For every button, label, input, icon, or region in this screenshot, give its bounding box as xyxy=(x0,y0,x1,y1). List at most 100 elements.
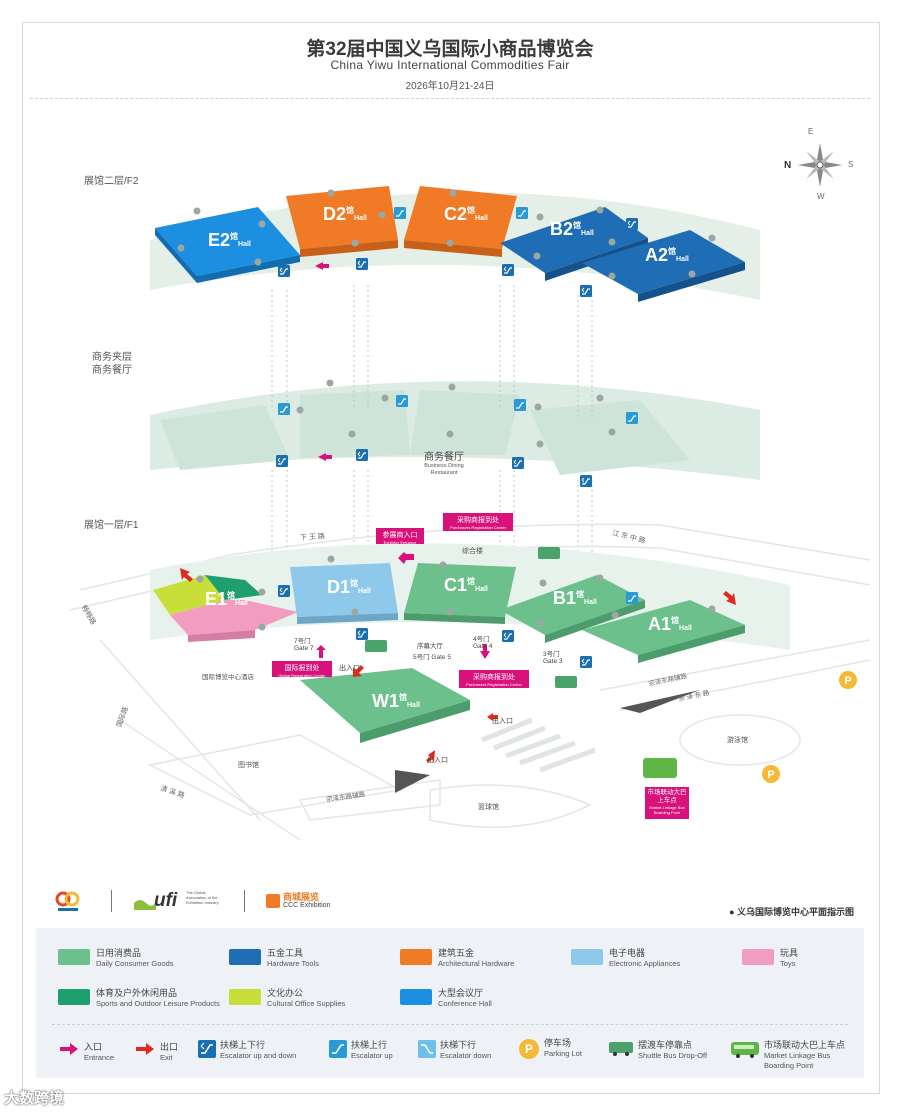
page-title: 第32届中国义乌国际小商品博览会 xyxy=(306,39,594,60)
legend-swatch xyxy=(400,989,432,1005)
hall-d2-shape xyxy=(286,186,398,257)
svg-text:P: P xyxy=(525,1042,533,1056)
ccc-logo-zh: 商城展览 xyxy=(283,892,320,902)
exit-entry-label-1: 出入口 xyxy=(339,665,360,672)
watermark: 大数跨境 xyxy=(4,1090,65,1107)
road-xiawang: 下 王 路 xyxy=(299,533,326,542)
ufi-logo-text: ufi xyxy=(154,890,178,911)
shuttle-bus-icon xyxy=(609,1042,633,1056)
hall-e1-shapes xyxy=(153,575,298,642)
exit-entry-label-3: 出入口 xyxy=(427,757,448,764)
hall-a1-label[interactable]: A1馆Hall xyxy=(648,614,692,634)
hall-e1-label[interactable]: E1馆Hall xyxy=(205,589,248,609)
hall-a2-shape xyxy=(582,230,745,302)
registration-boxes xyxy=(272,513,689,819)
exit-entry-label-2: 出入口 xyxy=(492,718,513,725)
divider xyxy=(30,98,870,99)
venue-map: P P xyxy=(69,143,871,841)
floor-label-f2: 展馆二层/F2 xyxy=(84,176,139,187)
page-title-en: China Yiwu International Commodities Fai… xyxy=(330,58,570,72)
map-caption: ● 义乌国际博览中心平面指示图 xyxy=(729,907,854,917)
hall-c1-label[interactable]: C1馆Hall xyxy=(444,575,488,595)
hall-c2-shape xyxy=(404,186,517,257)
hall-w1-label[interactable]: W1馆Hall xyxy=(372,691,420,711)
hall-b1-label[interactable]: B1馆Hall xyxy=(553,588,597,608)
compass-w: W xyxy=(817,192,825,201)
exit-arrows xyxy=(180,568,736,763)
legend-swatch xyxy=(742,949,774,965)
hall-d1-label[interactable]: D1馆Hall xyxy=(327,577,371,597)
compass-e: E xyxy=(808,127,814,136)
hall-b2-label[interactable]: B2馆Hall xyxy=(550,219,594,239)
compass-s: S xyxy=(848,160,854,169)
ccc-logo-icon xyxy=(266,894,280,908)
parking-stripes xyxy=(481,717,596,773)
legend-swatch xyxy=(400,949,432,965)
hall-c2-label[interactable]: C2馆Hall xyxy=(444,204,488,224)
legend-swatch xyxy=(58,949,90,965)
exit-arrow-icon xyxy=(136,1043,154,1055)
floor-label-f1: 展馆一层/F1 xyxy=(84,520,139,531)
entrance-arrows xyxy=(315,262,490,659)
lobby-label: 序幕大厅 xyxy=(417,643,443,650)
hall-a2-label[interactable]: A2馆Hall xyxy=(645,245,689,265)
pool-label: 游泳馆 xyxy=(727,737,748,744)
wedge-road-right xyxy=(620,690,700,713)
legend-swatch xyxy=(58,989,90,1005)
ufi-logo-icon xyxy=(134,900,156,910)
business-restaurant: 商务餐厅 Business Dining Restaurant xyxy=(424,452,464,476)
hall-a1-shape xyxy=(582,600,745,663)
compass-icon xyxy=(798,143,842,187)
hall-c1-shape xyxy=(404,563,516,624)
basketball-label: 篮球馆 xyxy=(478,804,499,811)
shuttle-bus-icons xyxy=(365,547,677,778)
compass-n: N xyxy=(784,160,792,171)
legend-swatch xyxy=(229,989,261,1005)
entrance-arrow-icon xyxy=(60,1043,78,1055)
hall-d2-label[interactable]: D2馆Hall xyxy=(323,204,367,224)
fair-logo-icon xyxy=(55,891,80,911)
parking-icons: P P xyxy=(762,671,857,783)
escalator-both-icon xyxy=(198,1040,216,1058)
hall-w1-shape xyxy=(300,668,470,743)
floor-label-mezzanine: 商务夹层 xyxy=(92,352,132,363)
hotel-label: 国际博览中心酒店 xyxy=(202,674,254,681)
legend-swatch xyxy=(229,949,261,965)
legend-swatch xyxy=(571,949,603,965)
wedge-road xyxy=(395,770,430,793)
hall-e2-label[interactable]: E2馆Hall xyxy=(208,230,251,250)
escalator-down-icon xyxy=(418,1040,436,1058)
hall-d1-shape xyxy=(290,563,398,624)
parking-icon: P xyxy=(519,1039,539,1059)
svg-text:P: P xyxy=(767,769,774,781)
library-label: 图书馆 xyxy=(238,762,259,769)
fair-date: 2026年10月21-24日 xyxy=(405,81,495,92)
hall-b1-shape xyxy=(500,575,645,643)
floor-label-restaurant: 商务餐厅 xyxy=(92,365,132,376)
gate-5: 5号门 Gate 5 xyxy=(413,654,451,661)
ccc-logo-en: CCC Exhibition xyxy=(283,902,331,909)
